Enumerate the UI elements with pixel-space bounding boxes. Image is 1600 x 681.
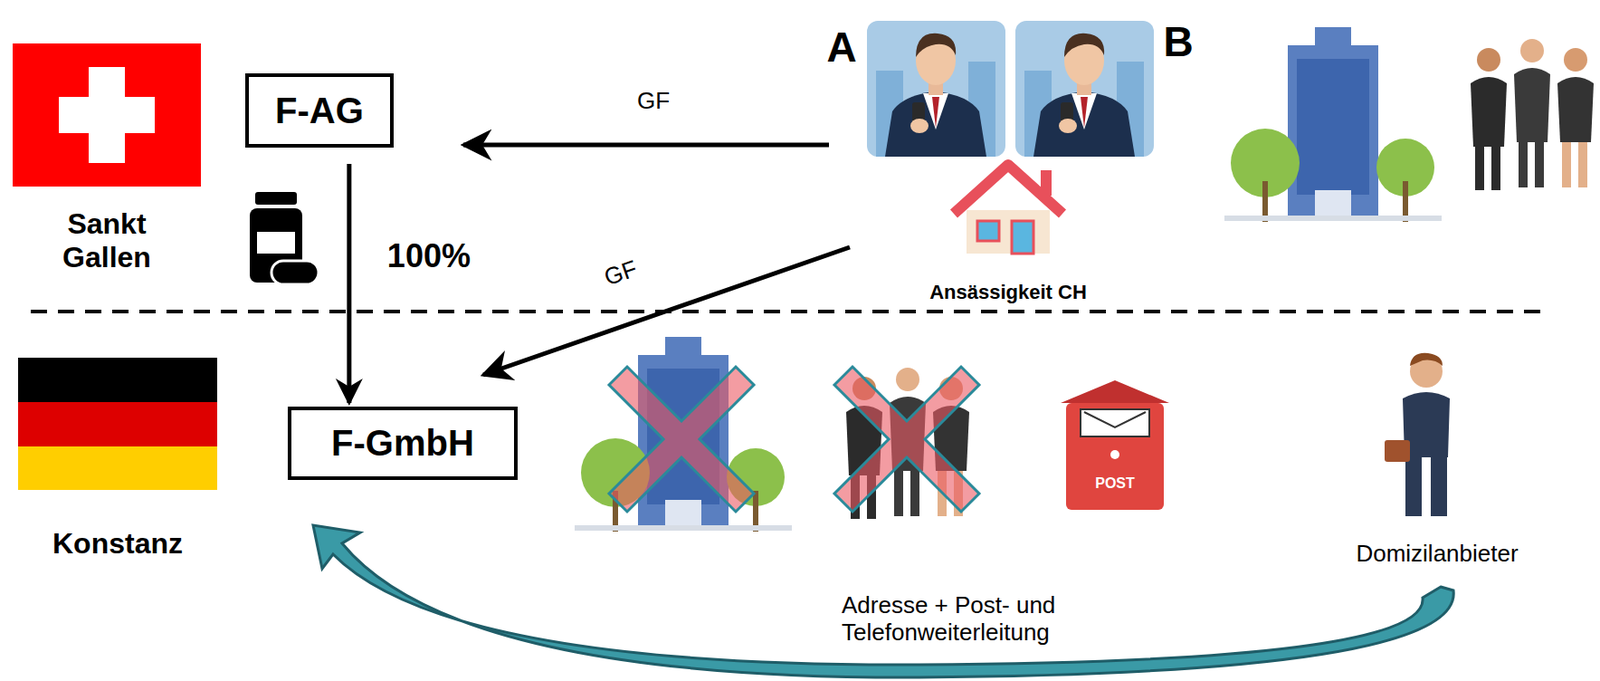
entity-box: F-AG <box>245 73 394 148</box>
office-building <box>1224 27 1442 222</box>
swiss-flag <box>12 43 201 187</box>
staff-group <box>1470 38 1594 191</box>
ownership-arrow <box>346 163 352 403</box>
house-icon <box>953 164 1063 254</box>
provider-icon <box>1384 352 1450 516</box>
curved-arrow <box>313 524 1454 677</box>
gf-arrow <box>483 247 850 375</box>
person-icon <box>866 20 1006 157</box>
text-label: Sankt Gallen <box>20 207 193 275</box>
text-label: GF <box>600 255 641 292</box>
text-label: POST <box>1095 475 1135 492</box>
text-label: Adresse + Post- und Telefonweiterleitung <box>841 591 1141 647</box>
postbox-icon <box>1060 380 1170 510</box>
german-flag <box>18 357 218 490</box>
text-label: Ansässigkeit CH <box>929 280 1087 304</box>
gf-arrow <box>463 142 829 148</box>
border-line <box>30 309 1542 314</box>
person-icon <box>1015 20 1154 157</box>
text-label: Konstanz <box>52 526 183 561</box>
pill-icon <box>249 191 319 285</box>
cross-mark <box>834 366 980 512</box>
text-label: A <box>826 23 857 72</box>
entity-box: F-GmbH <box>287 406 518 480</box>
cross-mark <box>609 366 754 512</box>
office-building <box>574 336 792 532</box>
entity-name: F-AG <box>275 90 364 132</box>
edge-label: 100% <box>387 237 471 275</box>
text-label: Domizilanbieter <box>1355 540 1518 568</box>
text-label: B <box>1162 18 1193 67</box>
entity-name: F-GmbH <box>331 422 475 464</box>
text-label: GF <box>637 87 670 115</box>
